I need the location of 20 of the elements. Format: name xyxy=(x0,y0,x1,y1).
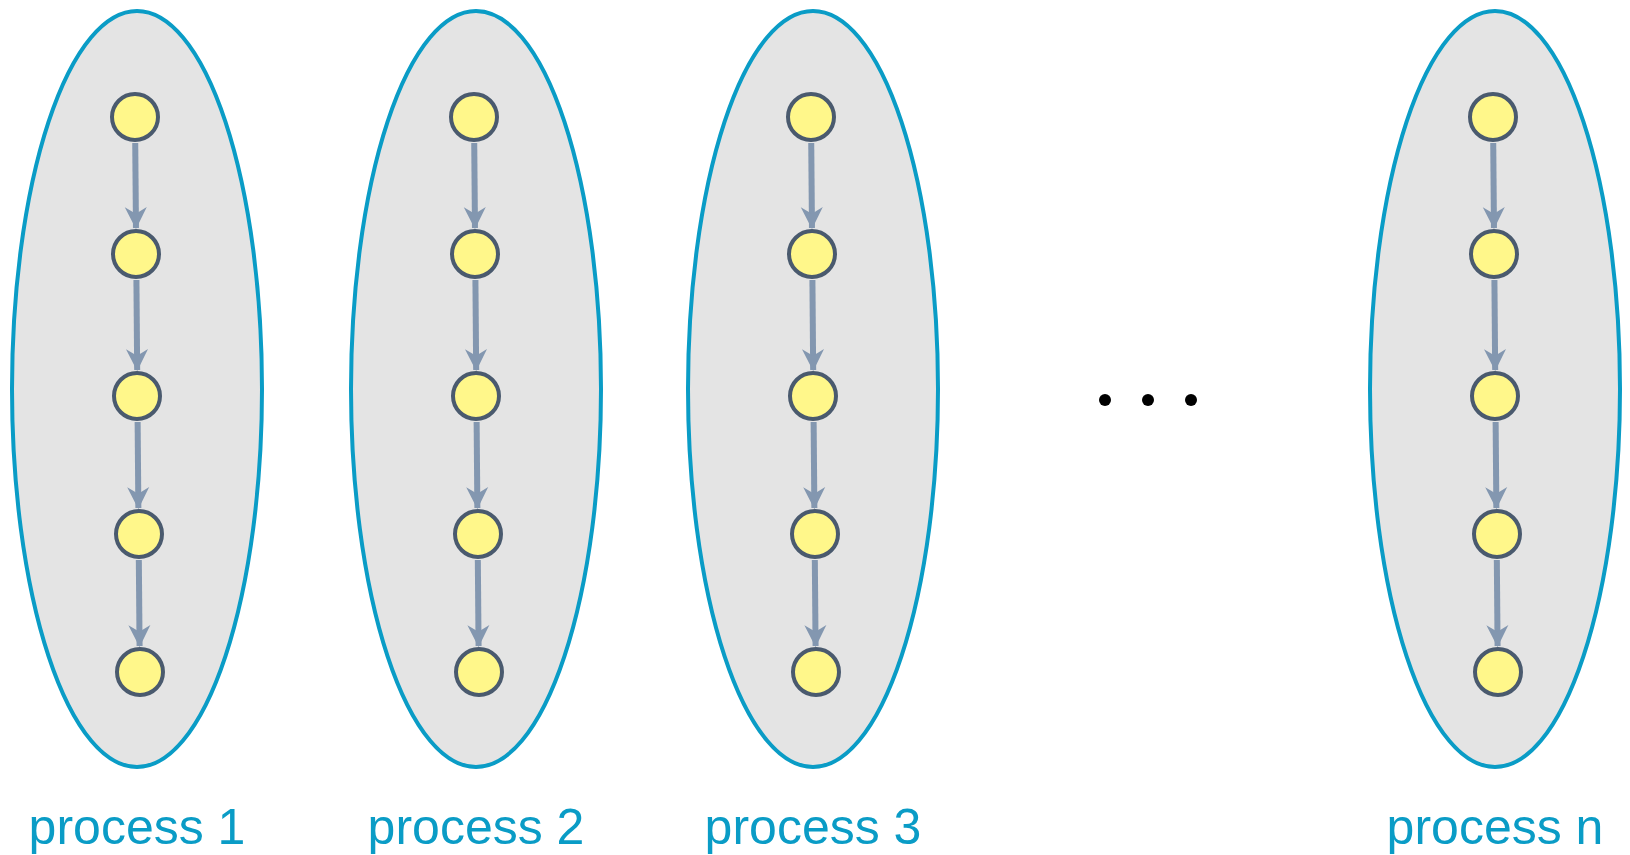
arrow xyxy=(1486,559,1509,648)
arrow xyxy=(124,142,147,230)
process-label: process 2 xyxy=(367,799,585,855)
process-label: process 3 xyxy=(704,799,922,855)
arrow xyxy=(465,279,487,372)
arrow xyxy=(1484,279,1506,372)
process-label: process 1 xyxy=(28,799,246,855)
arrow xyxy=(466,421,489,510)
arrow xyxy=(803,421,826,510)
arrow xyxy=(126,279,148,372)
arrow xyxy=(128,559,151,648)
arrow xyxy=(802,279,824,372)
process-label: process n xyxy=(1386,799,1604,855)
arrow xyxy=(804,559,827,648)
arrow xyxy=(127,421,150,510)
arrow xyxy=(467,559,490,648)
arrow xyxy=(800,142,823,230)
arrow xyxy=(1482,142,1505,230)
arrow xyxy=(463,142,486,230)
arrow xyxy=(1485,421,1508,510)
